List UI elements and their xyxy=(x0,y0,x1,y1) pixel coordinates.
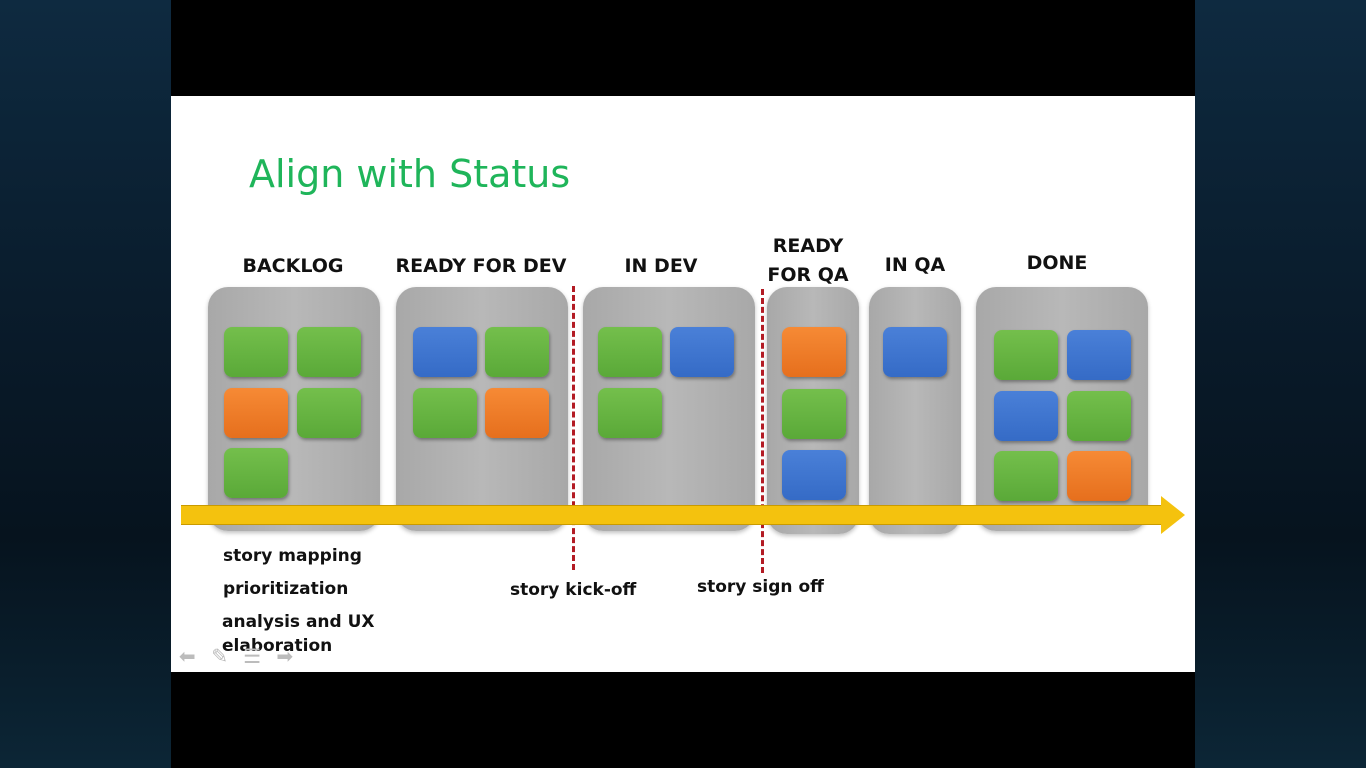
orange-card xyxy=(224,388,288,438)
note-elaboration: elaboration xyxy=(222,636,333,656)
green-card xyxy=(224,448,288,498)
note-analysis-ux: analysis and UX xyxy=(222,612,375,632)
pencil-icon[interactable]: ✎ xyxy=(211,644,229,668)
orange-card xyxy=(1067,451,1131,501)
note-story-kickoff: story kick-off xyxy=(510,580,637,600)
column-backlog xyxy=(208,287,380,531)
green-card xyxy=(413,388,477,438)
note-story-signoff: story sign off xyxy=(697,577,824,597)
left-background xyxy=(0,0,171,768)
blue-card xyxy=(670,327,734,377)
timeline-arrow-head xyxy=(1161,496,1185,534)
orange-card xyxy=(782,327,846,377)
forward-arrow-icon[interactable]: ➡ xyxy=(276,644,294,668)
right-background xyxy=(1195,0,1366,768)
column-ready-for-dev xyxy=(396,287,568,531)
column-ready-for-qa xyxy=(767,287,859,534)
blue-card xyxy=(1067,330,1131,380)
back-arrow-icon[interactable]: ⬅ xyxy=(178,644,196,668)
green-card xyxy=(994,330,1058,380)
green-card xyxy=(297,327,361,377)
column-label-backlog: BACKLOG xyxy=(242,255,344,277)
menu-icon[interactable]: ☰ xyxy=(243,644,262,668)
green-card xyxy=(598,388,662,438)
kickoff-divider xyxy=(572,286,575,570)
timeline-arrow xyxy=(181,505,1161,525)
green-card xyxy=(297,388,361,438)
column-in-dev xyxy=(583,287,755,531)
orange-card xyxy=(485,388,549,438)
green-card xyxy=(224,327,288,377)
column-label-done: DONE xyxy=(1026,252,1088,274)
green-card xyxy=(994,451,1058,501)
signoff-divider xyxy=(761,289,764,573)
blue-card xyxy=(883,327,947,377)
slide-title: Align with Status xyxy=(249,152,571,196)
column-in-qa xyxy=(869,287,961,534)
green-card xyxy=(1067,391,1131,441)
column-label-ready-for-qa: READY FOR QA xyxy=(767,235,849,286)
blue-card xyxy=(413,327,477,377)
note-story-mapping: story mapping xyxy=(223,546,362,566)
column-done xyxy=(976,287,1148,531)
note-prioritization: prioritization xyxy=(223,579,349,599)
presentation-slide: Align with Status BACKLOG READY FOR DEV … xyxy=(171,96,1195,672)
green-card xyxy=(598,327,662,377)
column-label-in-qa: IN QA xyxy=(884,254,946,276)
blue-card xyxy=(994,391,1058,441)
green-card xyxy=(485,327,549,377)
slide-controls: ⬅ ✎ ☰ ➡ xyxy=(176,644,296,668)
column-label-in-dev: IN DEV xyxy=(624,255,698,277)
green-card xyxy=(782,389,846,439)
blue-card xyxy=(782,450,846,500)
column-label-ready-for-dev: READY FOR DEV xyxy=(395,255,567,277)
